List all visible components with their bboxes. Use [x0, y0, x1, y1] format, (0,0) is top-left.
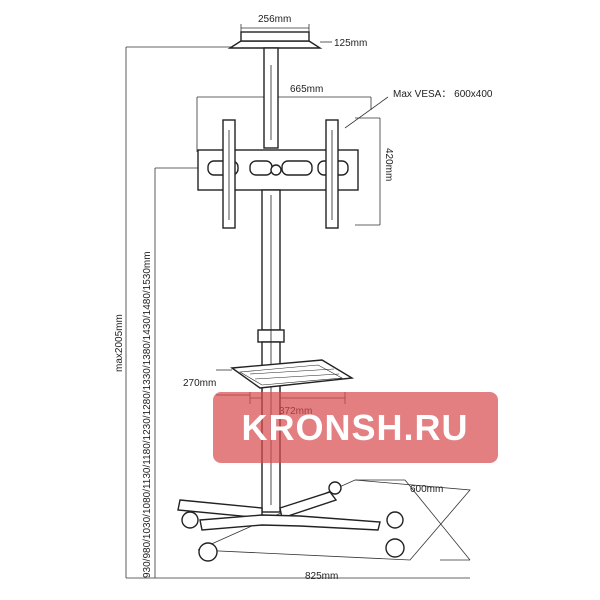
watermark-text: KRONSH.RU — [241, 407, 468, 448]
top-camera-plate — [227, 31, 323, 49]
label-top-plate-depth: 125mm — [334, 38, 367, 49]
label-bracket-height: 420mm — [383, 148, 394, 181]
dimension-lines — [125, 24, 471, 579]
upper-column — [263, 47, 279, 149]
label-top-plate-width: 256mm — [258, 14, 291, 25]
label-max-vesa: Max VESA： 600x400 — [393, 89, 493, 100]
av-shelf — [230, 359, 355, 389]
lower-column — [257, 189, 285, 513]
label-height-positions: 930/980/1030/1080/1130/1180/1230/1280/13… — [142, 251, 153, 578]
wheeled-base — [177, 481, 405, 562]
label-bracket-width: 665mm — [290, 84, 323, 95]
label-shelf-depth: 270mm — [183, 378, 216, 389]
label-max-height: max2005mm — [114, 314, 125, 372]
label-base-width: 825mm — [305, 571, 338, 582]
label-base-depth: 600mm — [410, 484, 443, 495]
vesa-bracket — [197, 119, 359, 229]
watermark: KRONSH.RU — [213, 392, 498, 463]
